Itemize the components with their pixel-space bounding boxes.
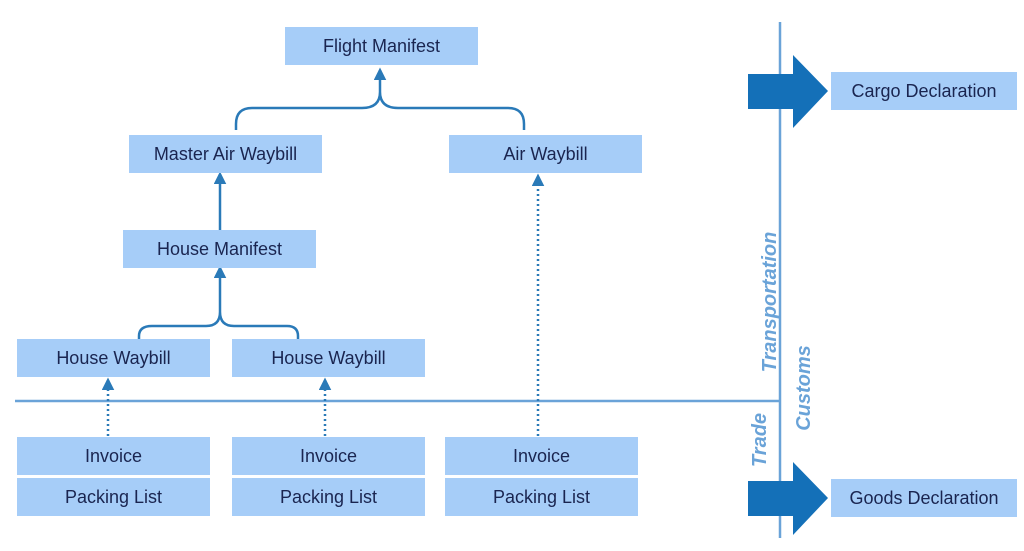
invoice-box-2: Invoice <box>232 437 425 475</box>
flight-manifest-box: Flight Manifest <box>285 27 478 65</box>
merge-connector-flight-manifest <box>234 91 526 130</box>
goods-declaration-box: Goods Declaration <box>831 479 1017 517</box>
cargo-declaration-arrow <box>748 55 828 128</box>
house-waybill-box-1: House Waybill <box>17 339 210 377</box>
packing-list-box-2: Packing List <box>232 478 425 516</box>
goods-declaration-arrow <box>748 462 828 535</box>
house-manifest-box: House Manifest <box>123 230 316 268</box>
customs-zone-label: Customs <box>793 345 815 431</box>
invoice-box-1: Invoice <box>17 437 210 475</box>
transportation-zone-label: Transportation <box>759 231 781 373</box>
house-waybill-box-2: House Waybill <box>232 339 425 377</box>
packing-list-box-1: Packing List <box>17 478 210 516</box>
merge-connector-house-manifest <box>137 311 300 340</box>
master-air-waybill-box: Master Air Waybill <box>129 135 322 173</box>
invoice-box-3: Invoice <box>445 437 638 475</box>
air-waybill-box: Air Waybill <box>449 135 642 173</box>
packing-list-box-3: Packing List <box>445 478 638 516</box>
trade-zone-label: Trade <box>749 412 771 468</box>
cargo-declaration-box: Cargo Declaration <box>831 72 1017 110</box>
